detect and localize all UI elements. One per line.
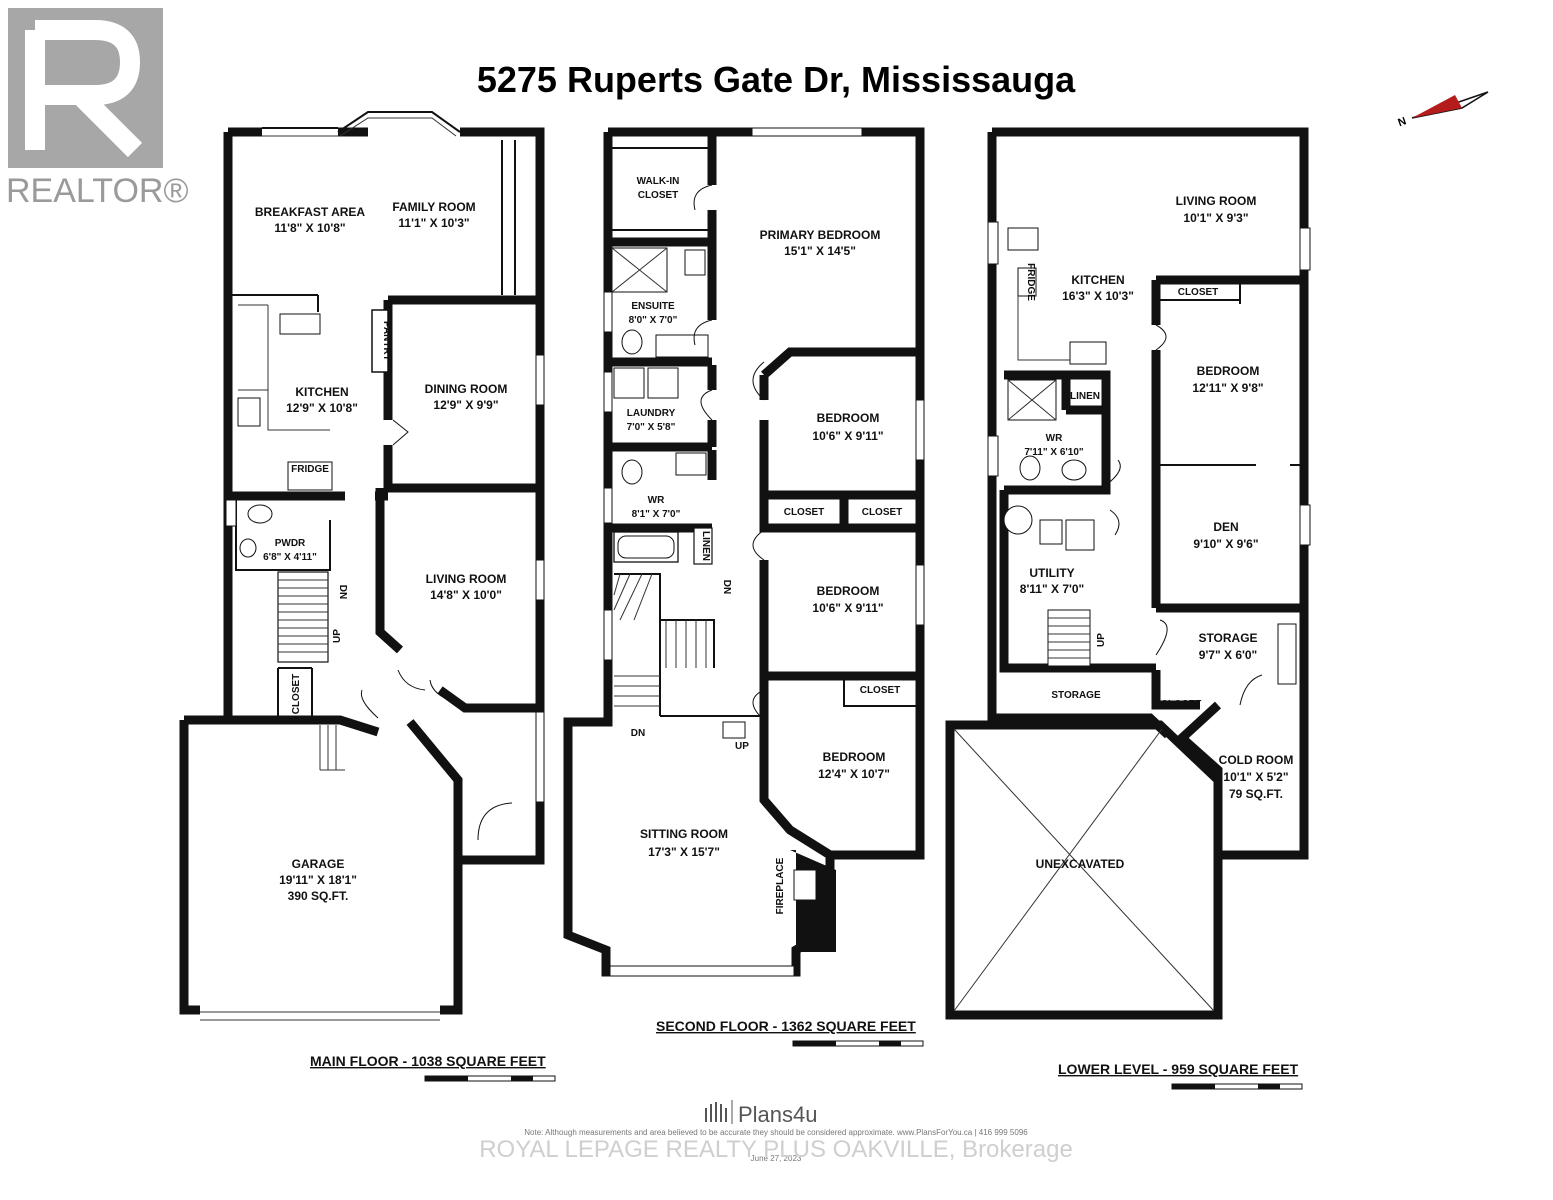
room-wr2-name: WR (648, 495, 665, 506)
room-coldroom-dims: 10'1" X 5'2" (1223, 770, 1288, 784)
room-family-dims: 11'1" X 10'3" (398, 216, 469, 230)
room-lwr-name: WR (1046, 433, 1063, 444)
room-family-name: FAMILY ROOM (392, 200, 475, 214)
room-lliving-dims: 10'1" X 9'3" (1183, 211, 1248, 225)
room-garage-dims: 19'11" X 18'1" (279, 873, 357, 887)
plan-date: June 27, 2023 (751, 1154, 802, 1163)
room-bed2-name: BEDROOM (817, 411, 880, 425)
room-bed3-dims: 10'6" X 9'11" (812, 601, 883, 615)
room-dining-dims: 12'9" X 9'9" (433, 398, 498, 412)
disclaimer-note: Note: Although measurements and area bel… (524, 1128, 1028, 1137)
room-garage-name: GARAGE (292, 857, 345, 871)
storage-label-lower: STORAGE (1051, 690, 1101, 701)
room-lstorage-dims: 9'7" X 6'0" (1199, 648, 1257, 662)
realtor-wordmark: REALTOR® (6, 172, 189, 210)
page-title: 5275 Ruperts Gate Dr, Mississauga (477, 59, 1076, 100)
stairs-up-label-2: UP (735, 741, 749, 752)
plans4u-logo: Plans4u (705, 1100, 818, 1127)
room-pwdr-dims: 6'8" X 4'11" (263, 552, 317, 563)
room-living-dims: 14'8" X 10'0" (430, 588, 502, 602)
room-breakfast-name: BREAKFAST AREA (255, 205, 366, 219)
room-lbed-name: BEDROOM (1197, 364, 1260, 378)
closet-label-3: CLOSET (860, 685, 901, 696)
closet-label-2: CLOSET (862, 507, 903, 518)
room-bed2-dims: 10'6" X 9'11" (812, 429, 883, 443)
second-stairs (613, 573, 764, 717)
linen-label: LINEN (700, 531, 711, 561)
second-floor-label: SECOND FLOOR - 1362 SQUARE FEET (656, 1018, 916, 1034)
pantry-label: PANTRY (381, 321, 392, 361)
room-primary-dims: 15'1" X 14'5" (784, 244, 856, 258)
fridge-label: FRIDGE (291, 464, 329, 475)
room-den-name: DEN (1213, 520, 1238, 534)
room-bed4-dims: 12'4" X 10'7" (818, 767, 890, 781)
room-laundry-dims: 7'0" X 5'8" (627, 422, 676, 433)
room-breakfast-dims: 11'8" X 10'8" (274, 221, 345, 235)
closet-label-1: CLOSET (784, 507, 825, 518)
stairs-dn-label-3: DN (631, 728, 645, 739)
lower-stairs (1047, 609, 1091, 667)
linen-label-lower: LINEN (1070, 391, 1100, 402)
stairs-up-label-lower: UP (1096, 633, 1107, 647)
room-lliving-name: LIVING ROOM (1176, 194, 1257, 208)
main-floor-plan (179, 111, 545, 1021)
fridge-label-lower: FRIDGE (1025, 263, 1036, 301)
room-pwdr-name: PWDR (275, 538, 306, 549)
room-kitchen-name: KITCHEN (295, 385, 348, 399)
stairs-up-label: UP (332, 629, 343, 643)
lower-level-label: LOWER LEVEL - 959 SQUARE FEET (1058, 1061, 1299, 1077)
room-dining-name: DINING ROOM (425, 382, 508, 396)
room-den-dims: 9'10" X 9'6" (1193, 537, 1258, 551)
room-utility-name: UTILITY (1029, 566, 1074, 580)
room-wr2-dims: 8'1" X 7'0" (632, 509, 681, 520)
second-floor-labels: WALK-IN CLOSET PRIMARY BEDROOM 15'1" X 1… (627, 176, 903, 914)
room-lstorage-name: STORAGE (1198, 631, 1257, 645)
room-walkin-name: WALK-IN (637, 176, 680, 187)
main-floor-labels: BREAKFAST AREA 11'8" X 10'8" FAMILY ROOM… (255, 200, 507, 903)
north-arrow-icon: N (1396, 91, 1489, 129)
room-laundry-name: LAUNDRY (627, 408, 676, 419)
room-living-name: LIVING ROOM (426, 572, 507, 586)
room-utility-dims: 8'11" X 7'0" (1020, 582, 1084, 596)
room-garage-area: 390 SQ.FT. (288, 889, 349, 903)
lower-scale-bar (1171, 1083, 1303, 1090)
room-ensuite-dims: 8'0" X 7'0" (629, 315, 678, 326)
room-lwr-dims: 7'11" X 6'10" (1024, 447, 1084, 458)
closet-label: CLOSET (291, 674, 302, 715)
room-coldroom-name: COLD ROOM (1219, 753, 1294, 767)
room-coldroom-area: 79 SQ.FT. (1229, 787, 1283, 801)
room-lkitchen-name: KITCHEN (1071, 273, 1124, 287)
closet-label-lower-2: CLOSET (1161, 699, 1202, 710)
room-sitting-dims: 17'3" X 15'7" (648, 845, 720, 859)
brokerage-watermark: ROYAL LEPAGE REALTY PLUS OAKVILLE, Broke… (479, 1136, 1073, 1163)
room-ensuite-name: ENSUITE (631, 301, 675, 312)
room-bed3-name: BEDROOM (817, 584, 880, 598)
room-lkitchen-dims: 16'3" X 10'3" (1062, 289, 1134, 303)
room-sitting-name: SITTING ROOM (640, 827, 728, 841)
main-stairs (277, 571, 329, 663)
closet-label-lower-1: CLOSET (1178, 287, 1219, 298)
unexcavated-label: UNEXCAVATED (1036, 857, 1125, 871)
plans4u-wordmark: Plans4u (738, 1102, 818, 1127)
stairs-dn-label-2: DN (721, 580, 732, 594)
room-kitchen-dims: 12'9" X 10'8" (286, 401, 358, 415)
lower-level-labels: LIVING ROOM 10'1" X 9'3" KITCHEN 16'3" X… (1020, 194, 1294, 871)
main-floor-label: MAIN FLOOR - 1038 SQUARE FEET (310, 1053, 546, 1069)
second-scale-bar (792, 1040, 924, 1047)
room-primary-name: PRIMARY BEDROOM (760, 228, 881, 242)
room-bed4-name: BEDROOM (823, 750, 886, 764)
room-lbed-dims: 12'11" X 9'8" (1192, 381, 1263, 395)
realtor-logo: REALTOR® (6, 8, 189, 210)
lower-level-plan (945, 127, 1311, 1020)
second-floor-plan (563, 127, 925, 977)
main-scale-bar (424, 1075, 556, 1082)
north-label: N (1396, 115, 1408, 129)
room-walkin-dims: CLOSET (638, 190, 679, 201)
stairs-dn-label: DN (337, 585, 348, 599)
fireplace-label: FIREPLACE (775, 857, 786, 914)
